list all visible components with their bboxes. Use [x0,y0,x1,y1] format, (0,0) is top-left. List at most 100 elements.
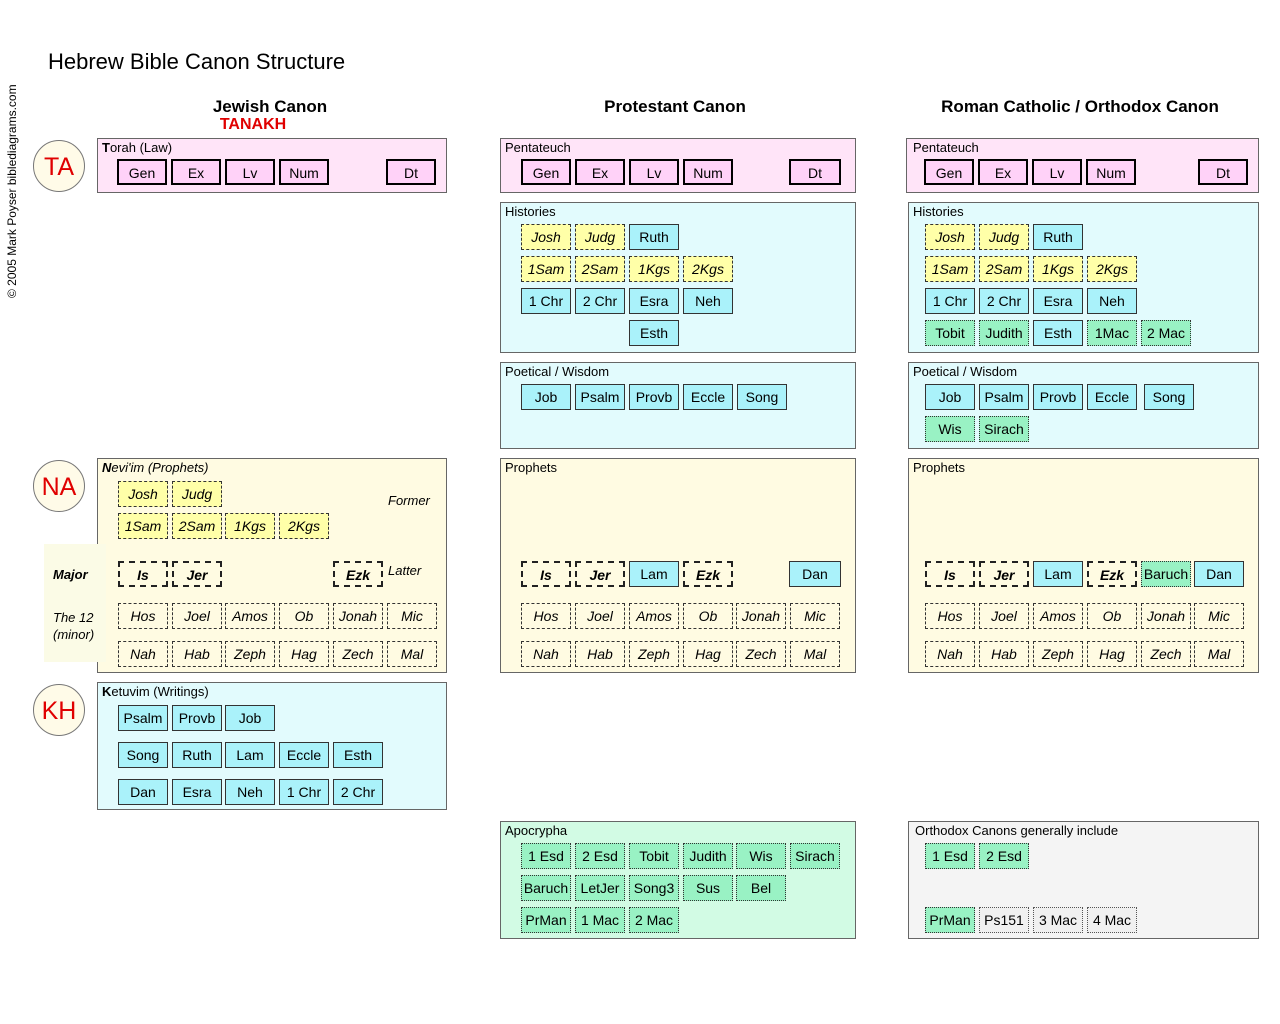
book-2kgs: 2Kgs [279,513,329,539]
prophets-label: Prophets [505,460,558,475]
copyright-note: © 2005 Mark Poyser biblediagrams.com [5,84,19,298]
book-hag: Hag [1087,641,1137,667]
ketuvim-label: Ketuvim (Writings) [102,684,209,699]
book-bel: Bel [736,875,786,901]
book-2kgs: 2Kgs [683,256,733,282]
book-josh: Josh [118,481,168,507]
book-gen: Gen [924,159,974,185]
book-2kgs: 2Kgs [1087,256,1137,282]
book-1chr: 1 Chr [279,779,329,805]
book-num: Num [683,159,733,185]
the12-label: The 12 [53,610,94,625]
circle-ta: TA [33,140,85,192]
book-zech: Zech [333,641,383,667]
prophet-group-panel [44,544,106,662]
book-lv: Lv [1032,159,1082,185]
prophets-label: Prophets [913,460,966,475]
book-tobit: Tobit [629,843,679,869]
book-job: Job [925,384,975,410]
book-esth: Esth [629,320,679,346]
book-2esd: 2 Esd [979,843,1029,869]
book-mal: Mal [790,641,840,667]
book-tobit: Tobit [925,320,975,346]
book-letjer: LetJer [575,875,625,901]
book-provb: Provb [172,705,222,731]
book-hos: Hos [521,603,571,629]
book-psalm: Psalm [979,384,1029,410]
histories-label: Histories [505,204,556,219]
book-ex: Ex [978,159,1028,185]
book-is: Is [925,561,975,587]
pentateuch-label: Pentateuch [505,140,571,155]
book-amos: Amos [225,603,275,629]
book-ezk: Ezk [333,561,383,587]
book-jer: Jer [575,561,625,587]
book-neh: Neh [225,779,275,805]
book-esra: Esra [629,288,679,314]
book-2chr: 2 Chr [333,779,383,805]
book-4mac: 4 Mac [1087,907,1137,933]
book-ruth: Ruth [629,224,679,250]
protestant-histories-section: Histories Josh Judg Ruth 1Sam 2Sam 1Kgs … [500,202,856,353]
book-jonah: Jonah [333,603,383,629]
book-dan: Dan [118,779,168,805]
book-eccle: Eccle [683,384,733,410]
circle-na: NA [33,460,85,512]
book-zech: Zech [1141,641,1191,667]
book-song: Song [1144,384,1194,410]
book-eccle: Eccle [279,742,329,768]
orthodox-label: Orthodox Canons generally include [915,823,1119,838]
book-nah: Nah [521,641,571,667]
page-title: Hebrew Bible Canon Structure [48,49,346,74]
book-judg: Judg [979,224,1029,250]
book-dt: Dt [789,159,841,185]
book-song3: Song3 [629,875,679,901]
neviim-label: Nevi'im (Prophets) [102,460,209,475]
pentateuch-label: Pentateuch [913,140,979,155]
book-judith: Judith [683,843,733,869]
book-esth: Esth [333,742,383,768]
book-judg: Judg [575,224,625,250]
poetical-label: Poetical / Wisdom [505,364,610,379]
catholic-pentateuch-section: Pentateuch Gen Ex Lv Num Dt [906,138,1259,193]
book-ob: Ob [1087,603,1137,629]
book-2chr: 2 Chr [575,288,625,314]
book-num: Num [279,159,329,185]
book-mal: Mal [387,641,437,667]
book-mal: Mal [1194,641,1244,667]
book-neh: Neh [1087,288,1137,314]
book-prman: PrMan [925,907,975,933]
book-baruch: Baruch [1141,561,1191,587]
catholic-canon-heading: Roman Catholic / Orthodox Canon [941,97,1219,116]
book-job: Job [225,705,275,731]
book-joel: Joel [979,603,1029,629]
former-label: Former [388,493,430,508]
book-2mac: 2 Mac [1141,320,1191,346]
book-1mac: 1 Mac [575,907,625,933]
catholic-poetical-section: Poetical / Wisdom Job Psalm Provb Eccle … [908,362,1259,449]
apocrypha-section: Apocrypha 1 Esd 2 Esd Tobit Judith Wis S… [500,821,856,939]
protestant-canon-heading: Protestant Canon [604,97,746,116]
book-esra: Esra [1033,288,1083,314]
book-ezk: Ezk [1087,561,1137,587]
book-esth: Esth [1033,320,1083,346]
book-song: Song [118,742,168,768]
book-mic: Mic [1194,603,1244,629]
catholic-prophets-section: Prophets Is Jer Lam Ezk Baruch Dan Hos J… [908,458,1259,673]
book-1kgs: 1Kgs [1033,256,1083,282]
book-ruth: Ruth [172,742,222,768]
book-1mac: 1Mac [1087,320,1137,346]
jewish-torah-section: Torah (Law) Gen Ex Lv Num Dt [97,138,447,193]
book-1kgs: 1Kgs [225,513,275,539]
book-lam: Lam [225,742,275,768]
book-hab: Hab [979,641,1029,667]
book-judith: Judith [979,320,1029,346]
orthodox-section: Orthodox Canons generally include 1 Esd … [908,821,1259,939]
book-lam: Lam [629,561,679,587]
book-2sam: 2Sam [172,513,222,539]
book-eccle: Eccle [1087,384,1137,410]
latter-label: Latter [388,563,422,578]
book-zech: Zech [736,641,786,667]
book-nah: Nah [118,641,168,667]
book-zeph: Zeph [225,641,275,667]
